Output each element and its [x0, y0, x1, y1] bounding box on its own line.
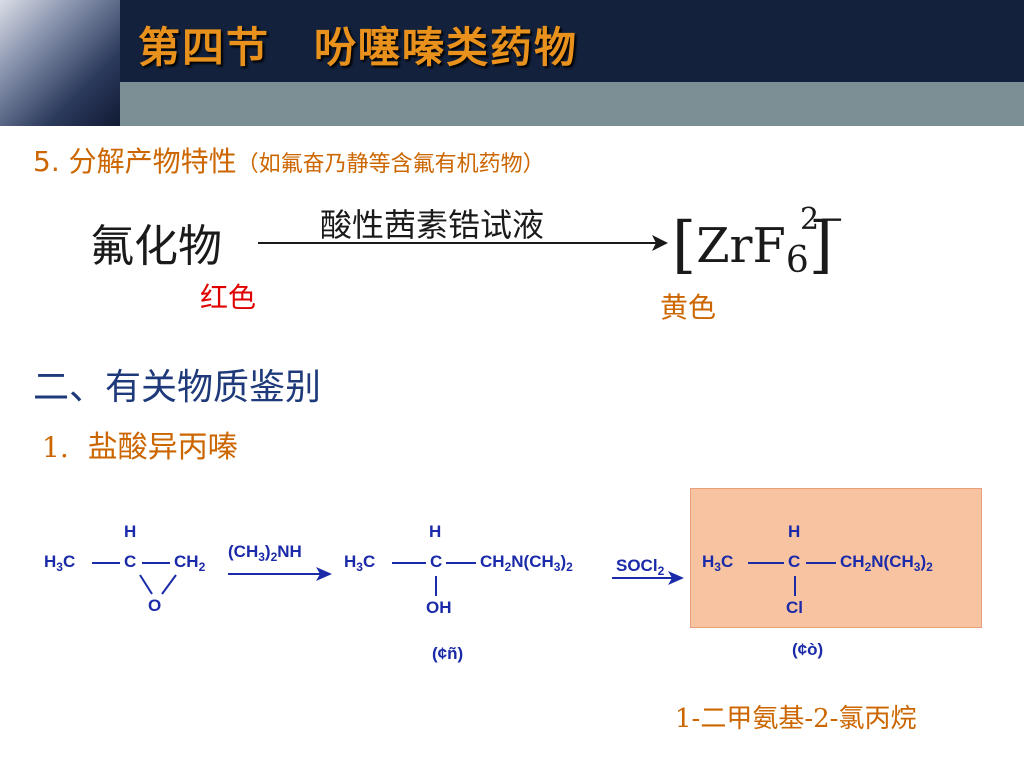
bracket-open: [ [672, 208, 697, 281]
reactant-fluoride: 氟化物 [90, 221, 222, 272]
product-main: ZrF [696, 218, 786, 274]
product-highlight-box [690, 488, 982, 628]
epoxide-o: O [148, 596, 162, 615]
product-zrf6: [ZrF6] [672, 204, 833, 281]
epoxide-ch2-sub: 2 [198, 560, 206, 574]
bond-epoxide-ch2-o [161, 574, 177, 595]
product-subscript: 6 [785, 240, 809, 281]
reagent1-part-c: ) [264, 542, 271, 561]
section-5-note: （如氟奋乃静等含氟有机药物） [236, 152, 545, 177]
epoxide-h3c: H3C [44, 552, 76, 574]
header-photo-image [0, 0, 120, 126]
chloride-r-c: N(CH [871, 552, 914, 571]
chloride-c: C [788, 552, 801, 571]
alcohol-r-d: 3 [553, 560, 561, 574]
section-2-heading: 二、有关物质鉴别 [33, 367, 322, 408]
chloride-side-chain: CH2N(CH3)2 [840, 552, 933, 574]
chloride-r-a: CH [840, 552, 865, 571]
chloride-h3c-c: C [720, 552, 734, 571]
alcohol-side-chain: CH2N(CH3)2 [480, 552, 573, 574]
alcohol-label: (¢ñ) [432, 644, 464, 663]
reagent-dimethylamine: (CH3)2NH [228, 542, 302, 564]
chloride-r-b: 2 [864, 560, 872, 574]
epoxide-h: H [124, 522, 137, 541]
item-number: 1. [42, 431, 69, 464]
epoxide-h3c-sub: 3 [56, 560, 63, 574]
chloride-r-e: ) [920, 552, 927, 571]
header-dark-band [0, 0, 1024, 82]
alcohol-h: H [429, 522, 442, 541]
reagent1-sub-b: 3 [258, 550, 265, 564]
alcohol-h3c-c: C [362, 552, 376, 571]
section-5-heading: 5. 分解产物特性（如氟奋乃静等含氟有机药物） [33, 140, 545, 180]
compound-name: 1-二甲氨基-2-氯丙烷 [675, 704, 917, 734]
alcohol-h3c: H3C [344, 552, 376, 574]
product-charge: 2− [800, 202, 845, 237]
reaction-arrow-head [652, 235, 668, 251]
alcohol-c: C [430, 552, 443, 571]
alcohol-r-c: N(CH [511, 552, 554, 571]
item-text: 盐酸异丙嗪 [87, 430, 238, 465]
chloride-h3c: H3C [702, 552, 734, 574]
reagent1-sub-d: 2 [270, 550, 278, 564]
section-2-item-1: 1. 盐酸异丙嗪 [42, 422, 238, 466]
epoxide-h3c-c: C [62, 552, 76, 571]
reagent2-part-a: SOCl [616, 556, 658, 575]
alcohol-r-b: 2 [504, 560, 512, 574]
chloride-r-f: 2 [926, 560, 933, 574]
slide-title: 第四节 吩噻嗪类药物 [138, 23, 579, 72]
epoxide-ch2-ch: CH [174, 552, 199, 571]
alcohol-oh: OH [426, 598, 452, 617]
chloride-label: (¢ò) [792, 640, 824, 659]
arrow-2-head [668, 571, 684, 585]
arrow-1-head [316, 567, 332, 581]
alcohol-r-a: CH [480, 552, 505, 571]
chloride-cl: Cl [786, 598, 803, 617]
section-5-title: 5. 分解产物特性 [33, 145, 237, 178]
reagent1-part-a: (CH [228, 542, 259, 561]
chloride-h3c-h: H [702, 552, 715, 571]
chloride-r-d: 3 [913, 560, 921, 574]
chloride-h: H [788, 522, 801, 541]
alcohol-r-f: 2 [566, 560, 573, 574]
epoxide-ch2: CH2 [174, 552, 206, 574]
reagent-socl2: SOCl2 [616, 556, 665, 578]
color-label-red: 红色 [200, 281, 257, 314]
alcohol-h3c-h: H [344, 552, 357, 571]
alcohol-h3c-sub: 3 [356, 560, 363, 574]
epoxide-c: C [124, 552, 137, 571]
slide-header: 第四节 吩噻嗪类药物 [0, 0, 1024, 126]
alcohol-r-e: ) [560, 552, 567, 571]
color-label-yellow: 黄色 [660, 291, 717, 324]
header-gray-band [120, 82, 1024, 126]
reagent2-sub-b: 2 [657, 564, 665, 578]
reagent1-part-e: NH [277, 542, 302, 561]
epoxide-h3c-h: H [44, 552, 57, 571]
chloride-h3c-sub: 3 [714, 560, 721, 574]
reagent-alizarin: 酸性茜素锆试液 [320, 206, 545, 244]
bracket-close: ] [808, 208, 833, 281]
bond-epoxide-c-o [139, 574, 153, 595]
